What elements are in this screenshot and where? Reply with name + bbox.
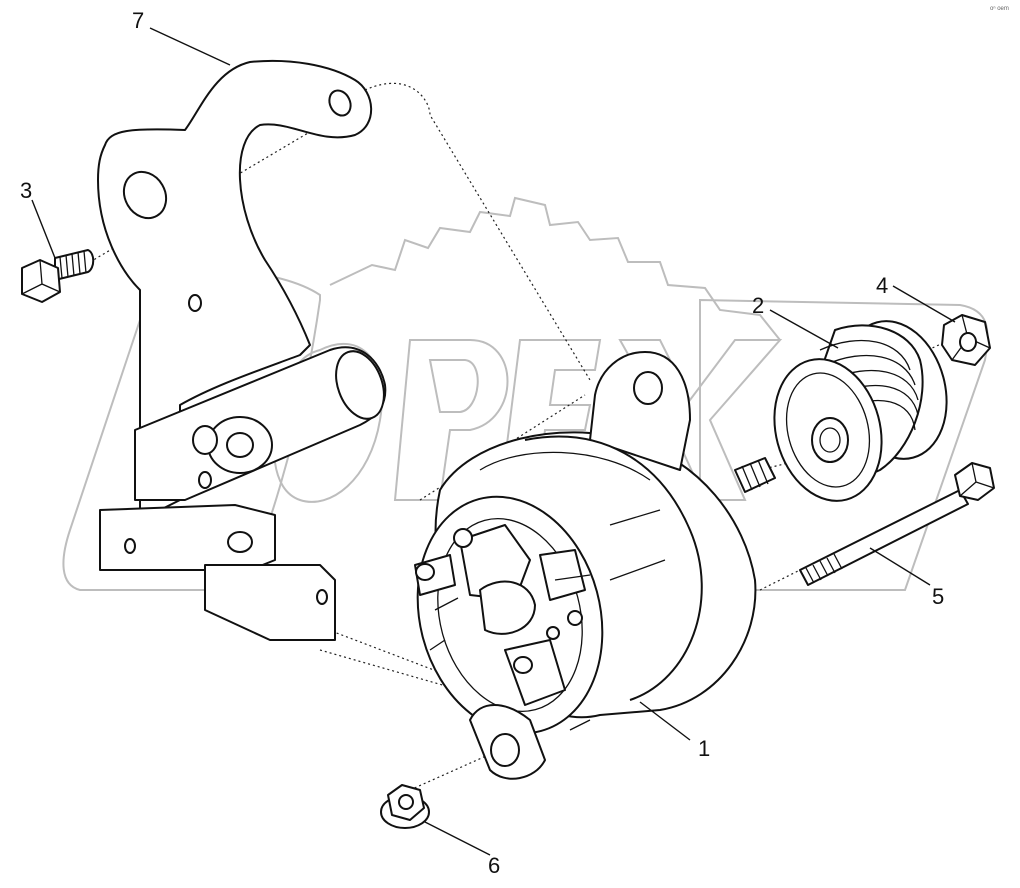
bracket-part-7 (97, 59, 387, 641)
bolt-part-3 (21, 249, 95, 303)
watermark-gear-outline (329, 196, 781, 341)
nut-part-6 (380, 784, 430, 829)
corner-mark: oⁿ oem (990, 5, 1009, 12)
callout-leaders (31, 27, 956, 856)
callout-1: 1 (698, 736, 710, 761)
callout-5: 5 (932, 584, 944, 609)
callout-3: 3 (20, 178, 32, 203)
pulley-part-2 (773, 320, 948, 502)
callout-7: 7 (132, 8, 144, 33)
bolt-part-5 (799, 462, 995, 586)
callouts: 1 2 3 4 5 6 7 (20, 8, 944, 878)
callout-4: 4 (876, 273, 888, 298)
nut-part-4 (941, 314, 991, 366)
callout-2: 2 (752, 293, 764, 318)
alternator-part-1 (414, 351, 776, 780)
callout-6: 6 (488, 853, 500, 878)
